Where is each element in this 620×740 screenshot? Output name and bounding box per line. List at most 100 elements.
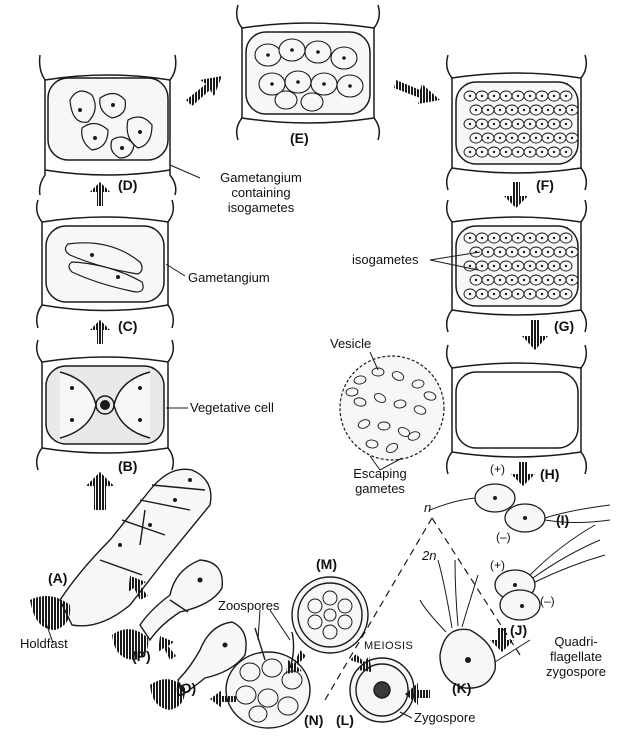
- quadriflagellate-zygospore-k: [420, 560, 495, 688]
- cell-e: [237, 5, 380, 140]
- gamete-nucleus: [529, 95, 531, 97]
- gamete-nucleus: [511, 137, 513, 139]
- stage-label-e: (E): [290, 130, 309, 146]
- gamete-nucleus: [541, 123, 543, 125]
- arrow-a-to-b: [86, 472, 114, 510]
- vegetative-cell-label: Vegetative cell: [190, 400, 274, 415]
- arrow-f-to-g: [504, 182, 528, 208]
- stage-label-j: (J): [510, 622, 527, 638]
- gamete-nucleus: [469, 151, 471, 153]
- gamete-nucleus: [505, 265, 507, 267]
- gamete-nucleus: [541, 151, 543, 153]
- stage-label-n: (N): [304, 712, 323, 728]
- gamete-nucleus: [505, 293, 507, 295]
- gamete-nucleus: [487, 279, 489, 281]
- gamete-nucleus: [559, 251, 561, 253]
- gamete-nucleus: [469, 237, 471, 239]
- mating-type-minus-1: (–): [496, 530, 511, 544]
- gamete-nucleus: [505, 237, 507, 239]
- gamete-nucleus: [505, 151, 507, 153]
- mating-type-minus-2: (–): [540, 594, 555, 608]
- gamete-nucleus: [469, 123, 471, 125]
- stage-label-l: (L): [336, 712, 354, 728]
- gamete-nucleus: [475, 137, 477, 139]
- arrow-e-to-f: [394, 80, 440, 104]
- stage-label-a: (A): [48, 570, 67, 586]
- gamete-nucleus: [499, 251, 501, 253]
- gamete-nucleus: [553, 151, 555, 153]
- gametangium-containing-label: Gametangium containing isogametes: [196, 170, 326, 215]
- quadriflagellate-line-3: zygospore: [536, 664, 616, 679]
- gamete-nucleus: [529, 237, 531, 239]
- cell-empty: [447, 345, 587, 474]
- gamete-nucleus: [469, 293, 471, 295]
- gamete-nucleus: [559, 109, 561, 111]
- zygospore-label: Zygospore: [414, 710, 475, 725]
- gametangium-label: Gametangium: [188, 270, 270, 285]
- gamete-nucleus: [499, 137, 501, 139]
- cell-b: [37, 340, 174, 470]
- gamete-nucleus: [517, 95, 519, 97]
- gametangium-containing-line-2: containing: [196, 185, 326, 200]
- gamete-nucleus: [541, 95, 543, 97]
- fusing-gametes-i: [430, 484, 610, 532]
- stage-label-p: (P): [132, 648, 151, 664]
- gamete-nucleus: [487, 109, 489, 111]
- stage-label-c: (C): [118, 318, 137, 334]
- gamete-nucleus: [511, 279, 513, 281]
- arrow-h-to-i: [511, 462, 535, 486]
- arrow-b-to-c: [90, 320, 110, 344]
- gamete-nucleus: [559, 279, 561, 281]
- gamete-nucleus: [571, 279, 573, 281]
- stage-label-m: (M): [316, 556, 337, 572]
- gametangium-containing-line-3: isogametes: [196, 200, 326, 215]
- arrow-g-to-h: [522, 320, 548, 350]
- escaping-gamete: [378, 422, 390, 430]
- gamete-nucleus: [553, 123, 555, 125]
- gamete-nucleus: [565, 265, 567, 267]
- gamete-nucleus: [511, 251, 513, 253]
- gamete-nucleus: [499, 279, 501, 281]
- isogametes-label: isogametes: [352, 252, 418, 267]
- quadriflagellate-line-2: flagellate: [536, 649, 616, 664]
- gametangium-containing-line-1: Gametangium: [196, 170, 326, 185]
- gamete-nucleus: [547, 109, 549, 111]
- gamete-nucleus: [493, 95, 495, 97]
- gamete-nucleus: [493, 151, 495, 153]
- gamete-nucleus: [481, 293, 483, 295]
- gamete-nucleus: [505, 123, 507, 125]
- gamete-nucleus: [571, 109, 573, 111]
- gamete-nucleus: [535, 279, 537, 281]
- gamete-nucleus: [517, 237, 519, 239]
- gamete-nucleus: [499, 109, 501, 111]
- quadriflagellate-label: Quadri- flagellate zygospore: [536, 634, 616, 679]
- ploidy-n-label: n: [424, 500, 431, 515]
- gamete-nucleus: [523, 109, 525, 111]
- gamete-nucleus: [553, 293, 555, 295]
- stage-label-d: (D): [118, 177, 137, 193]
- gamete-nucleus: [529, 151, 531, 153]
- gamete-nucleus: [565, 95, 567, 97]
- vesicle-label: Vesicle: [330, 336, 371, 351]
- holdfast-label: Holdfast: [20, 636, 68, 651]
- gamete-nucleus: [481, 151, 483, 153]
- gamete-nucleus: [517, 265, 519, 267]
- stage-label-g: (G): [554, 318, 574, 334]
- gamete-nucleus: [535, 251, 537, 253]
- gamete-nucleus: [565, 151, 567, 153]
- gamete-nucleus: [481, 265, 483, 267]
- stage-label-k: (K): [452, 680, 471, 696]
- zoospores-label: Zoospores: [218, 598, 279, 613]
- gamete-nucleus: [475, 279, 477, 281]
- gamete-nucleus: [535, 109, 537, 111]
- gamete-nucleus: [487, 251, 489, 253]
- arrow-c-to-d: [90, 182, 110, 206]
- gamete-nucleus: [571, 251, 573, 253]
- gamete-nucleus: [547, 279, 549, 281]
- meiosis-label: MEIOSIS: [364, 640, 413, 652]
- cell-isogametes: [447, 200, 587, 332]
- stage-label-f: (F): [536, 177, 554, 193]
- zygospore-l: [350, 658, 414, 722]
- gamete-nucleus: [529, 123, 531, 125]
- gamete-nucleus: [559, 137, 561, 139]
